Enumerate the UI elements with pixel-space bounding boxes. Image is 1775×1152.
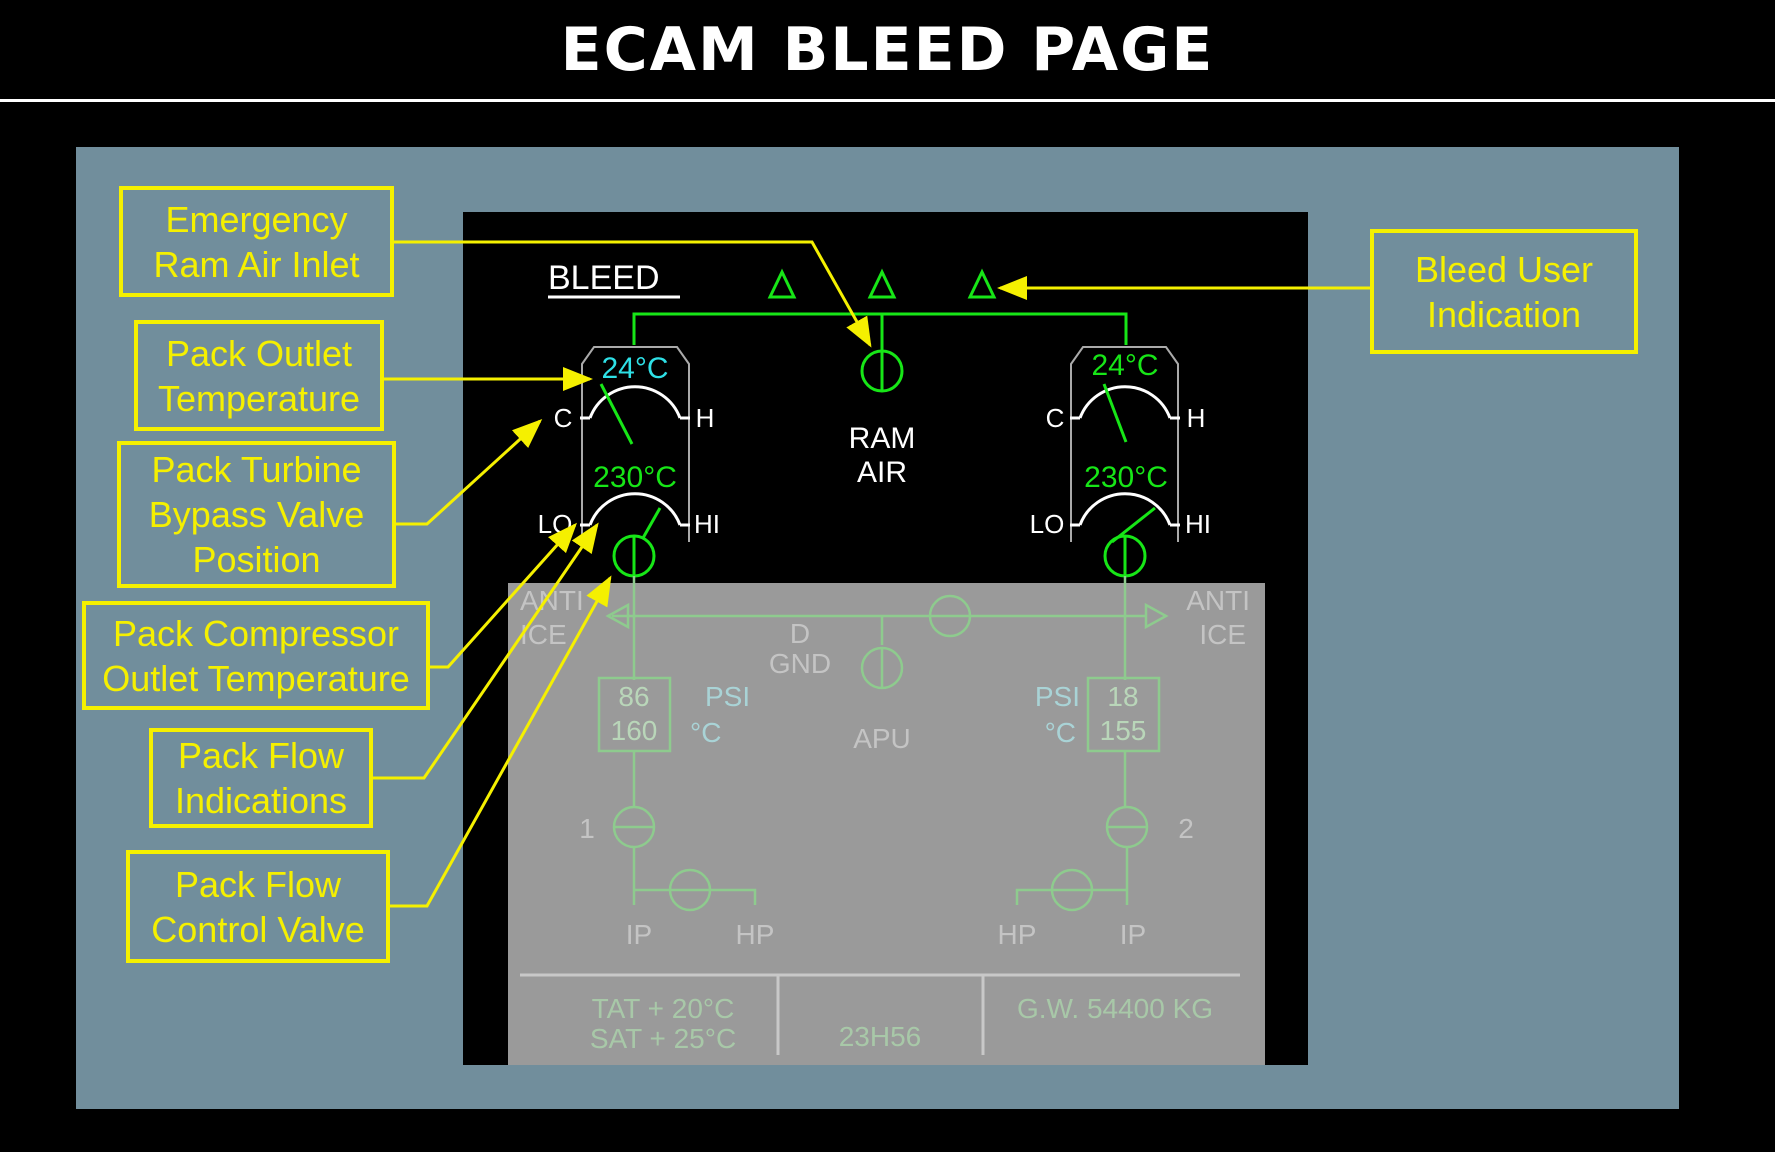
bleed-user-triangle-3 bbox=[967, 268, 997, 299]
leader-pack-turbine-bypass-valve bbox=[396, 418, 543, 526]
faded-eng2-psi: 18 bbox=[1107, 681, 1138, 712]
faded-apu-label: APU bbox=[853, 723, 911, 754]
pack-2: 24°C C H 230°C LO HI bbox=[1030, 346, 1211, 578]
faded-hp-line-left bbox=[634, 888, 757, 905]
pack-2-outlet-temp: 24°C bbox=[1091, 349, 1158, 382]
faded-hp-valve-left bbox=[668, 868, 712, 912]
ram-air-label-2: AIR bbox=[857, 456, 907, 489]
faded-eng1-number: 1 bbox=[579, 813, 595, 844]
pack-2-bypass-arc bbox=[1078, 385, 1172, 419]
faded-time: 23H56 bbox=[839, 1021, 922, 1052]
leader-pack-compressor-outlet-temp bbox=[430, 522, 577, 669]
pack-1-frame bbox=[581, 346, 690, 542]
pack-1-flow-needle bbox=[641, 507, 662, 539]
pack-1-cold-label: C bbox=[554, 403, 573, 433]
pack-supply-line bbox=[632, 312, 1128, 345]
pack-1-outlet-temp: 24°C bbox=[601, 352, 668, 385]
faded-anti-ice-right-2: ICE bbox=[1199, 619, 1246, 650]
bleed-user-triangle-1 bbox=[767, 268, 797, 299]
callout-pack-compressor-outlet-temperature: Pack Compressor Outlet Temperature bbox=[82, 601, 430, 710]
leader-emergency-ram-air-inlet bbox=[394, 240, 872, 348]
callout-pack-turbine-bypass-valve-position: Pack Turbine Bypass Valve Position bbox=[117, 441, 396, 588]
pack-2-bypass-needle bbox=[1102, 383, 1128, 443]
callout-bleed-user-indication: Bleed User Indication bbox=[1370, 229, 1638, 354]
pack-2-cold-label: C bbox=[1046, 403, 1065, 433]
faded-eng2-ip: IP bbox=[1120, 919, 1146, 950]
callout-pack-flow-indications: Pack Flow Indications bbox=[149, 728, 373, 828]
faded-eng1-psi: 86 bbox=[618, 681, 649, 712]
faded-gross-weight: G.W. 54400 KG bbox=[1017, 993, 1213, 1024]
callout-pack-outlet-temperature: Pack Outlet Temperature bbox=[134, 320, 384, 431]
faded-hp-valve-right bbox=[1050, 868, 1094, 912]
faded-eng2-temp: 155 bbox=[1100, 715, 1147, 746]
pack-2-lo-label: LO bbox=[1030, 509, 1065, 539]
faded-eng2-psi-unit: PSI bbox=[1035, 681, 1080, 712]
faded-anti-ice-left-2: ICE bbox=[520, 619, 567, 650]
bleed-page-label: BLEED bbox=[548, 259, 660, 297]
faded-eng2-temp-unit: °C bbox=[1045, 717, 1076, 748]
bleed-user-triangle-2 bbox=[867, 268, 897, 299]
faded-d-label: D bbox=[790, 618, 810, 649]
faded-eng2-number: 2 bbox=[1178, 813, 1194, 844]
faded-eng1-temp-unit: °C bbox=[690, 717, 721, 748]
faded-anti-ice-arrow-right bbox=[1144, 602, 1169, 630]
faded-bleed-schematic bbox=[597, 576, 1169, 912]
leader-pack-flow-control-valve bbox=[390, 575, 612, 908]
ram-air-label-1: RAM bbox=[849, 422, 916, 455]
callout-emergency-ram-air-inlet: Emergency Ram Air Inlet bbox=[119, 186, 394, 297]
faded-labels: ANTI ICE ANTI ICE D GND APU 86 160 PSI °… bbox=[520, 585, 1250, 1054]
faded-eng1-hp: HP bbox=[736, 919, 775, 950]
page-title: ECAM BLEED PAGE bbox=[560, 15, 1215, 85]
faded-status-dividers bbox=[520, 973, 1240, 1055]
faded-sat: SAT + 25°C bbox=[590, 1023, 736, 1054]
faded-gnd-label: GND bbox=[769, 648, 831, 679]
title-divider bbox=[0, 99, 1775, 102]
pack-1-hi-label: HI bbox=[694, 509, 720, 539]
faded-eng1-ip: IP bbox=[626, 919, 652, 950]
faded-anti-ice-right-1: ANTI bbox=[1186, 585, 1250, 616]
pack-1-flow-arc bbox=[588, 492, 682, 526]
faded-tat: TAT + 20°C bbox=[592, 993, 735, 1024]
pack-1-bypass-needle bbox=[599, 383, 634, 445]
leader-pack-flow-indications bbox=[373, 522, 599, 780]
pack-2-frame bbox=[1070, 346, 1179, 542]
pack-2-hi-label: HI bbox=[1185, 509, 1211, 539]
faded-eng1-psi-unit: PSI bbox=[705, 681, 750, 712]
pack-1-bypass-arc bbox=[588, 385, 682, 419]
pack-2-hot-label: H bbox=[1187, 403, 1206, 433]
faded-eng2-hp: HP bbox=[998, 919, 1037, 950]
pack-2-compressor-temp: 230°C bbox=[1084, 461, 1168, 494]
pack-1-hot-label: H bbox=[696, 403, 715, 433]
faded-eng1-temp: 160 bbox=[611, 715, 658, 746]
faded-hp-line-right bbox=[1015, 888, 1127, 905]
faded-crossbleed-valve bbox=[928, 594, 972, 638]
pack-2-flow-arc bbox=[1078, 492, 1172, 526]
callout-pack-flow-control-valve: Pack Flow Control Valve bbox=[126, 850, 390, 963]
faded-anti-ice-arrow-left bbox=[605, 602, 630, 630]
faded-eng2-box bbox=[1086, 676, 1161, 753]
pack-1-compressor-temp: 230°C bbox=[593, 461, 677, 494]
